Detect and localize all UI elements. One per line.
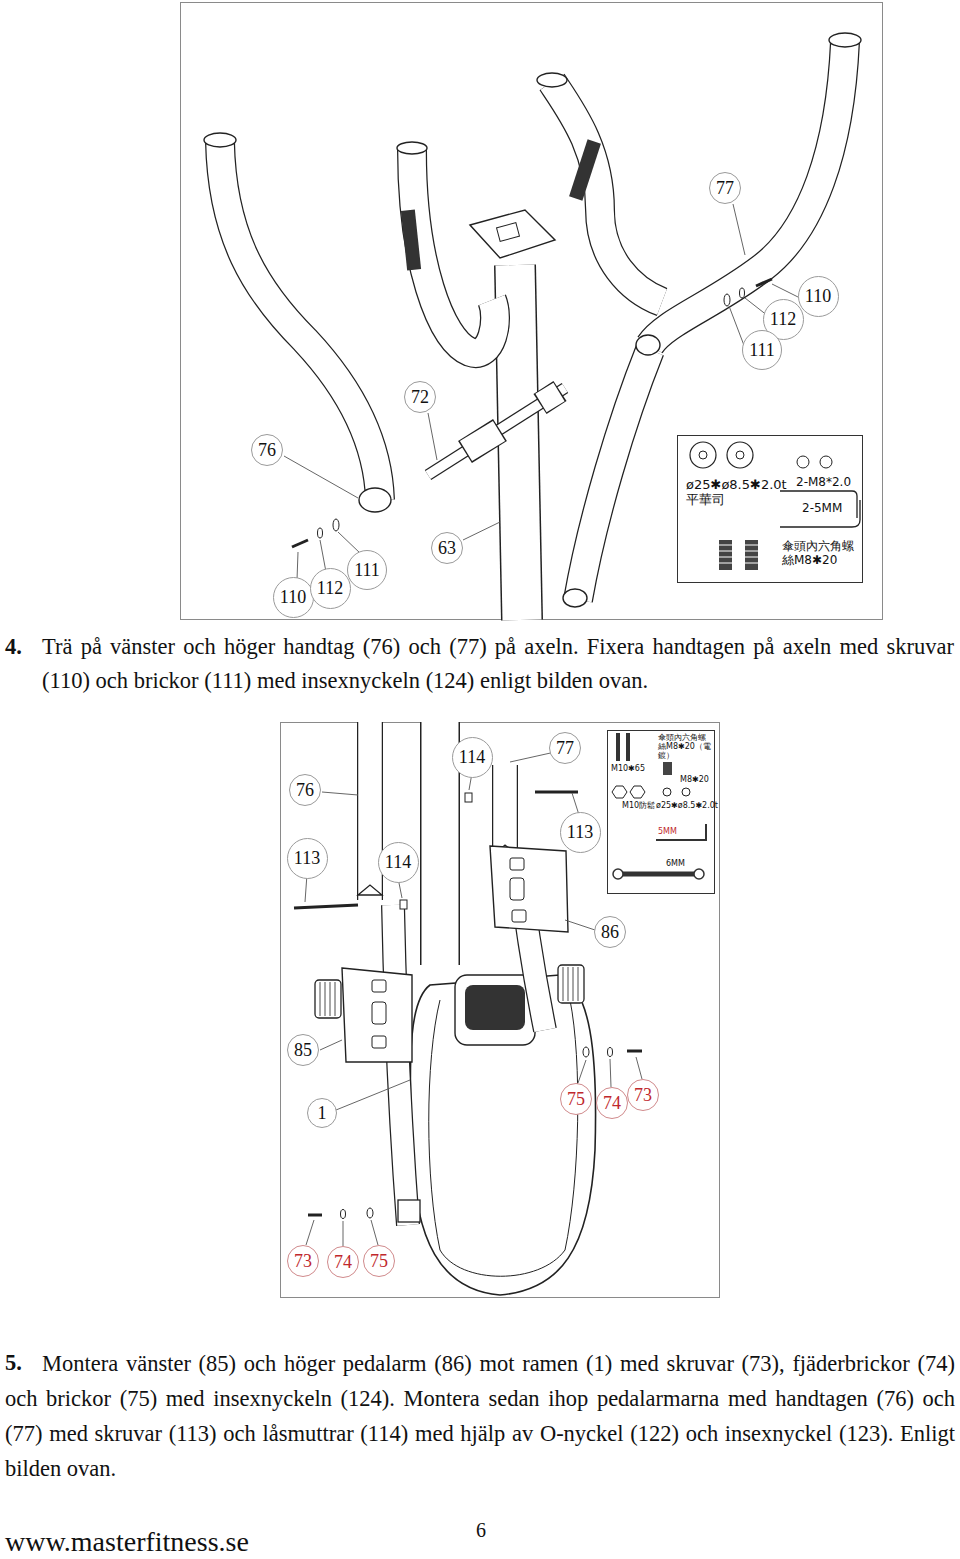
callout-number: 76	[251, 434, 283, 466]
callout-number: 111	[742, 330, 782, 370]
hardware-spec: 傘頭內六角螺絲M8✱20	[782, 540, 860, 568]
callout-number: 85	[287, 1034, 319, 1066]
hardware-spec: 6MM	[666, 859, 696, 868]
hardware-spec: M10防鬆	[622, 801, 656, 810]
hardware-spec: 傘頭內六角螺絲M8✱20（電鍍）	[658, 733, 712, 761]
callout-number: 77	[709, 172, 741, 204]
callout-number: 1	[307, 1098, 337, 1128]
callout-number: 73	[287, 1245, 319, 1277]
hardware-spec: M10✱65	[611, 764, 651, 773]
callout-number: 73	[627, 1079, 659, 1111]
callout-number: 113	[287, 838, 328, 879]
hardware-spec: 2-M8*2.0	[796, 476, 860, 490]
hardware-spec: 5MM	[658, 827, 688, 836]
instruction-text: Montera vänster (85) och höger pedalarm …	[5, 1346, 955, 1486]
hardware-spec: M8✱20	[680, 775, 713, 784]
callout-number: 112	[310, 568, 351, 609]
hardware-inset: M10✱65 傘頭內六角螺絲M8✱20（電鍍） M8✱20M10防鬆ø25✱ø8.5…	[607, 730, 715, 894]
callout-number: 63	[431, 532, 463, 564]
website-url: www.masterfitness.se	[5, 1526, 249, 1558]
callout-number: 74	[327, 1246, 359, 1278]
hardware-inset: ø25✱ø8.5✱2.0t平華司 2-M8*2.0 2-5MM 傘頭內六角螺絲M8✱2…	[677, 435, 863, 583]
callout-number: 77	[549, 732, 581, 764]
hardware-spec: ø25✱ø8.5✱2.0t平華司	[686, 478, 778, 508]
callout-number: 114	[378, 842, 419, 883]
step-number: 5.	[5, 1346, 22, 1380]
callout-number: 75	[560, 1083, 592, 1115]
step-number: 4.	[5, 630, 22, 664]
instruction-text: Trä på vänster och höger handtag (76) oc…	[42, 630, 954, 698]
hardware-spec: 2-5MM	[802, 502, 852, 516]
callout-number: 72	[404, 381, 436, 413]
callout-number: 110	[798, 276, 839, 317]
callout-number: 111	[347, 550, 387, 590]
callout-number: 76	[289, 774, 321, 806]
hardware-spec: ø25✱ø8.5✱2.0t	[656, 801, 712, 810]
callout-number: 75	[363, 1245, 395, 1277]
callout-number: 86	[594, 916, 626, 948]
callout-number: 114	[452, 737, 493, 778]
callout-number: 110	[273, 577, 314, 618]
callout-number: 74	[596, 1087, 628, 1119]
page-number: 6	[476, 1518, 486, 1542]
callout-number: 113	[560, 812, 601, 853]
